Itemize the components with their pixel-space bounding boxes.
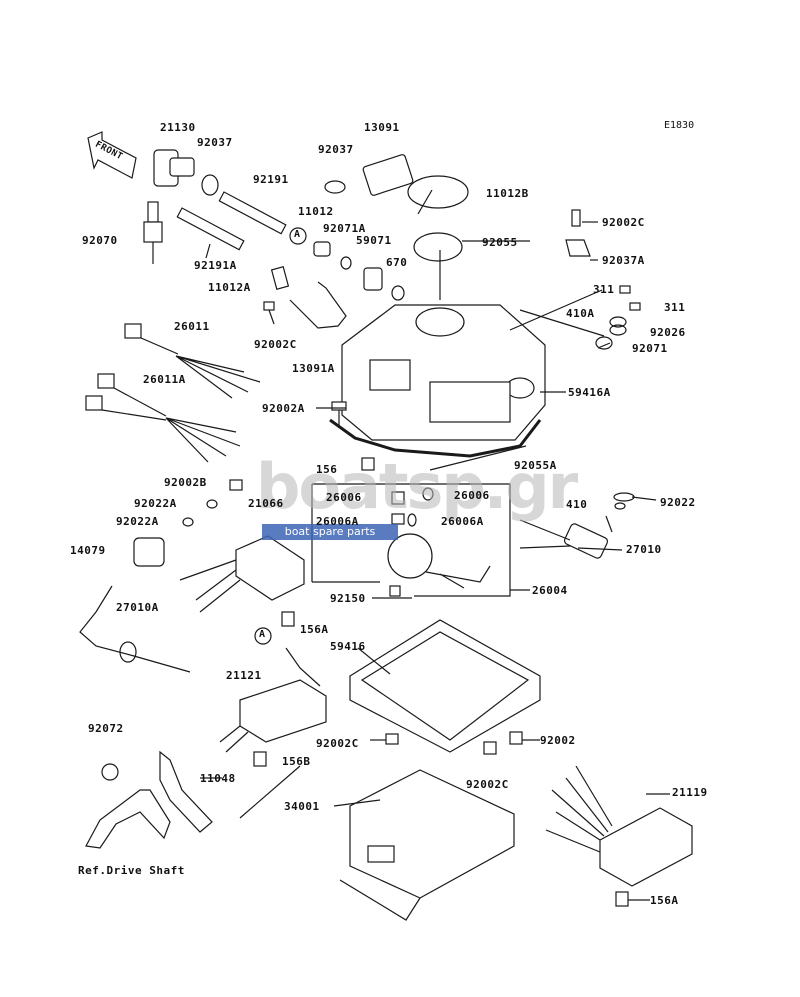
part-label: 92022A	[116, 515, 159, 528]
part-label: 26011A	[143, 373, 186, 386]
part-label: 26004	[532, 584, 568, 597]
part-label: 92037	[197, 136, 233, 149]
part-label: 59416A	[568, 386, 611, 399]
part-label: 410	[566, 498, 588, 511]
part-label: 92002	[540, 734, 576, 747]
part-label: 34001	[284, 800, 320, 813]
connector-mark-a1: A	[294, 229, 301, 240]
part-label: 92002C	[254, 338, 297, 351]
part-label: 92071	[632, 342, 668, 355]
part-label: 92071A	[323, 222, 366, 235]
part-label: 92002B	[164, 476, 207, 489]
part-label: 21121	[226, 669, 262, 682]
part-label: 156A	[650, 894, 679, 907]
part-label: 92037A	[602, 254, 645, 267]
watermark-logo: boatsp.gr	[256, 450, 578, 523]
part-label: 21119	[672, 786, 708, 799]
part-label: 92002C	[602, 216, 645, 229]
part-label: 92002A	[262, 402, 305, 415]
reference-note: Ref.Drive Shaft	[78, 864, 185, 877]
part-label: 92191	[253, 173, 289, 186]
part-label: 92055	[482, 236, 518, 249]
part-label: 11048	[200, 772, 236, 785]
part-label: 670	[386, 256, 408, 269]
mounting-bracket	[339, 769, 515, 921]
watermark-tagline-text: boat spare parts	[284, 525, 376, 538]
front-arrow-icon	[87, 131, 137, 179]
part-label: 92037	[318, 143, 354, 156]
part-label: 27010A	[116, 601, 159, 614]
part-label: 92055A	[514, 459, 557, 472]
electric-box-case	[341, 304, 546, 441]
part-label: 92002C	[466, 778, 509, 791]
cdi-unit	[545, 765, 693, 887]
part-label: 13091A	[292, 362, 335, 375]
part-label: 92191A	[194, 259, 237, 272]
part-label: 311	[593, 283, 615, 296]
spark-plug	[143, 201, 163, 264]
part-label: 92070	[82, 234, 118, 247]
diagram-code: E1830	[664, 120, 695, 131]
part-label: 26011	[174, 320, 210, 333]
part-label: 11012	[298, 205, 334, 218]
part-label: 156A	[300, 623, 329, 636]
part-label: 26006	[454, 489, 490, 502]
part-label: 156	[316, 463, 338, 476]
part-label: 21066	[248, 497, 284, 510]
part-label: 14079	[70, 544, 106, 557]
part-label: 92026	[650, 326, 686, 339]
part-label: 21130	[160, 121, 196, 134]
part-label: 92022A	[134, 497, 177, 510]
part-label: 92072	[88, 722, 124, 735]
part-label: 92002C	[316, 737, 359, 750]
part-label: 92150	[330, 592, 366, 605]
connector-mark-a2: A	[259, 629, 266, 640]
watermark-tagline: boat spare parts	[262, 524, 398, 540]
part-label: 59416	[330, 640, 366, 653]
regulator	[179, 535, 305, 613]
part-label: 156B	[282, 755, 311, 768]
ignition-coil	[219, 647, 327, 753]
part-label: 26006	[326, 491, 362, 504]
spark-plug-cap	[153, 149, 195, 187]
part-label: 11012B	[486, 187, 529, 200]
electric-box-lid	[349, 619, 541, 753]
part-label: 11012A	[208, 281, 251, 294]
part-label: 92022	[660, 496, 696, 509]
part-label: 26006A	[441, 515, 484, 528]
part-label: 410A	[566, 307, 595, 320]
part-label: 311	[664, 301, 686, 314]
part-label: 27010	[626, 543, 662, 556]
part-label: 13091	[364, 121, 400, 134]
part-label: 59071	[356, 234, 392, 247]
watermark-logo-text: boatsp.gr	[256, 450, 578, 523]
part-label: 26006A	[316, 515, 359, 528]
